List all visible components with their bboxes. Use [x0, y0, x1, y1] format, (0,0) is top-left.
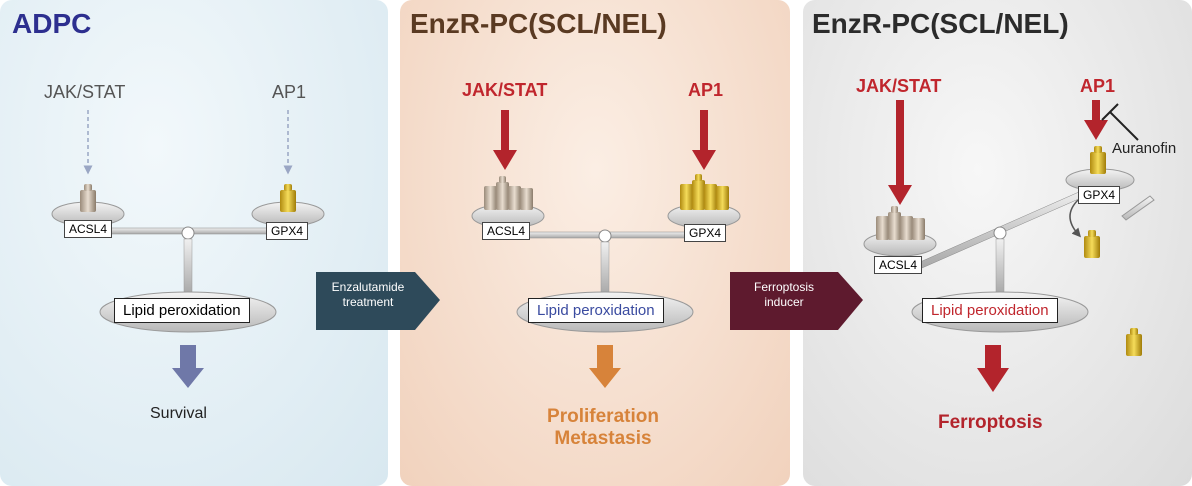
transition-arrow-2	[730, 272, 863, 330]
outcome-proliferation: Proliferation	[547, 406, 659, 427]
enzyme-acsl4: ACSL4	[482, 222, 531, 240]
transition-label-2: Ferroptosis inducer	[734, 280, 834, 310]
enzyme-gpx4: GPX4	[1078, 186, 1121, 204]
panel-title-adpc: ADPC	[12, 8, 92, 39]
signal-ap1: AP1	[1080, 76, 1116, 96]
enzyme-acsl4: ACSL4	[64, 220, 113, 238]
signal-jak-stat: JAK/STAT	[462, 80, 548, 100]
signal-ap1: AP1	[272, 82, 307, 102]
inhibitor-auranofin: Auranofin	[1112, 140, 1177, 157]
signal-jak-stat: JAK/STAT	[856, 76, 942, 96]
lipid-peroxidation-box: Lipid peroxidation	[922, 298, 1058, 323]
balance-enzr-pc	[471, 110, 741, 388]
outcome-ferroptosis: Ferroptosis	[938, 412, 1043, 433]
balance-ferroptosis	[863, 100, 1155, 392]
panel-title-enzr-pc-ferroptosis: EnzR-PC(SCL/NEL)	[812, 8, 1069, 39]
panel-title-enzr-pc: EnzR-PC(SCL/NEL)	[410, 8, 667, 39]
outcome-metastasis: Metastasis	[554, 428, 652, 449]
enzyme-acsl4: ACSL4	[874, 256, 923, 274]
transition-arrow-1	[316, 272, 440, 330]
transition-1-line2: treatment	[342, 295, 394, 309]
outcome-proliferation-metastasis: Proliferation Metastasis	[528, 406, 678, 450]
outcome-survival: Survival	[150, 405, 207, 422]
signal-ap1: AP1	[688, 80, 724, 100]
transition-label-1: Enzalutamide treatment	[318, 280, 418, 310]
balance-adpc	[51, 110, 325, 388]
transition-1-line1: Enzalutamide	[331, 280, 405, 294]
lipid-peroxidation-box: Lipid peroxidation	[114, 298, 250, 323]
enzyme-gpx4: GPX4	[266, 222, 309, 240]
transition-2-line1: Ferroptosis	[753, 280, 815, 294]
signal-jak-stat: JAK/STAT	[44, 82, 126, 102]
panel-enzr-pc	[400, 0, 790, 486]
enzyme-gpx4: GPX4	[684, 224, 727, 242]
lipid-peroxidation-box: Lipid peroxidation	[528, 298, 664, 323]
panel-adpc	[0, 0, 388, 486]
transition-2-line2: inducer	[764, 295, 804, 309]
